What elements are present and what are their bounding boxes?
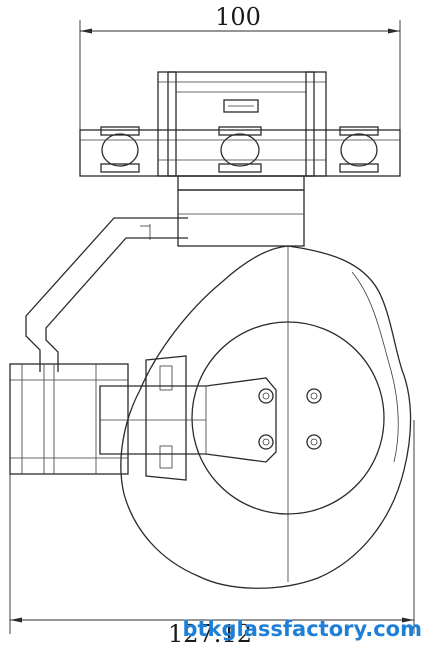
roll-arm-outer-edge xyxy=(25,217,188,372)
mount-plate xyxy=(79,129,401,177)
mount-plate-assembly xyxy=(79,71,401,177)
camera-head xyxy=(120,245,412,589)
damper-ball-left xyxy=(100,126,140,173)
screw-top-left xyxy=(258,388,274,404)
roll-arm-inner-edge xyxy=(45,237,188,372)
bottom-dim-arrow-right xyxy=(402,617,414,623)
yaw-motor-body xyxy=(177,189,305,247)
camera-body xyxy=(9,363,129,475)
bracket-post-right xyxy=(305,71,315,177)
pitch-arm xyxy=(99,377,322,463)
camera-label-mark-bottom xyxy=(159,445,173,469)
camera-housing-outline xyxy=(120,245,412,589)
camera-module xyxy=(9,363,129,475)
top-dimension: 100 xyxy=(79,3,401,176)
screw-bottom-left xyxy=(258,434,274,450)
bottom-dimension-label: 127.12 xyxy=(168,620,252,648)
camera-label-mark-top xyxy=(159,365,173,391)
top-dim-arrow-left xyxy=(80,28,92,34)
camera-label-band xyxy=(145,355,187,481)
damper-ball-right xyxy=(339,126,379,173)
screw-bottom-right xyxy=(306,434,322,450)
bracket-post-left xyxy=(167,71,177,177)
yaw-motor-cap xyxy=(177,175,305,191)
bottom-dimension: 127.12 xyxy=(9,420,415,648)
yaw-motor xyxy=(177,175,305,247)
usb-connector xyxy=(223,99,259,113)
damper-ball-center xyxy=(218,126,262,173)
pitch-arm-body xyxy=(99,377,277,463)
bottom-dim-arrow-left xyxy=(10,617,22,623)
roll-arm xyxy=(25,217,188,372)
camera-housing-seam xyxy=(351,271,399,463)
pitch-motor-cover xyxy=(191,321,385,515)
watermark-text: btkglassfactory.com xyxy=(182,617,422,641)
top-dimension-label: 100 xyxy=(215,3,261,31)
top-dim-arrow-right xyxy=(388,28,400,34)
screw-top-right xyxy=(306,388,322,404)
